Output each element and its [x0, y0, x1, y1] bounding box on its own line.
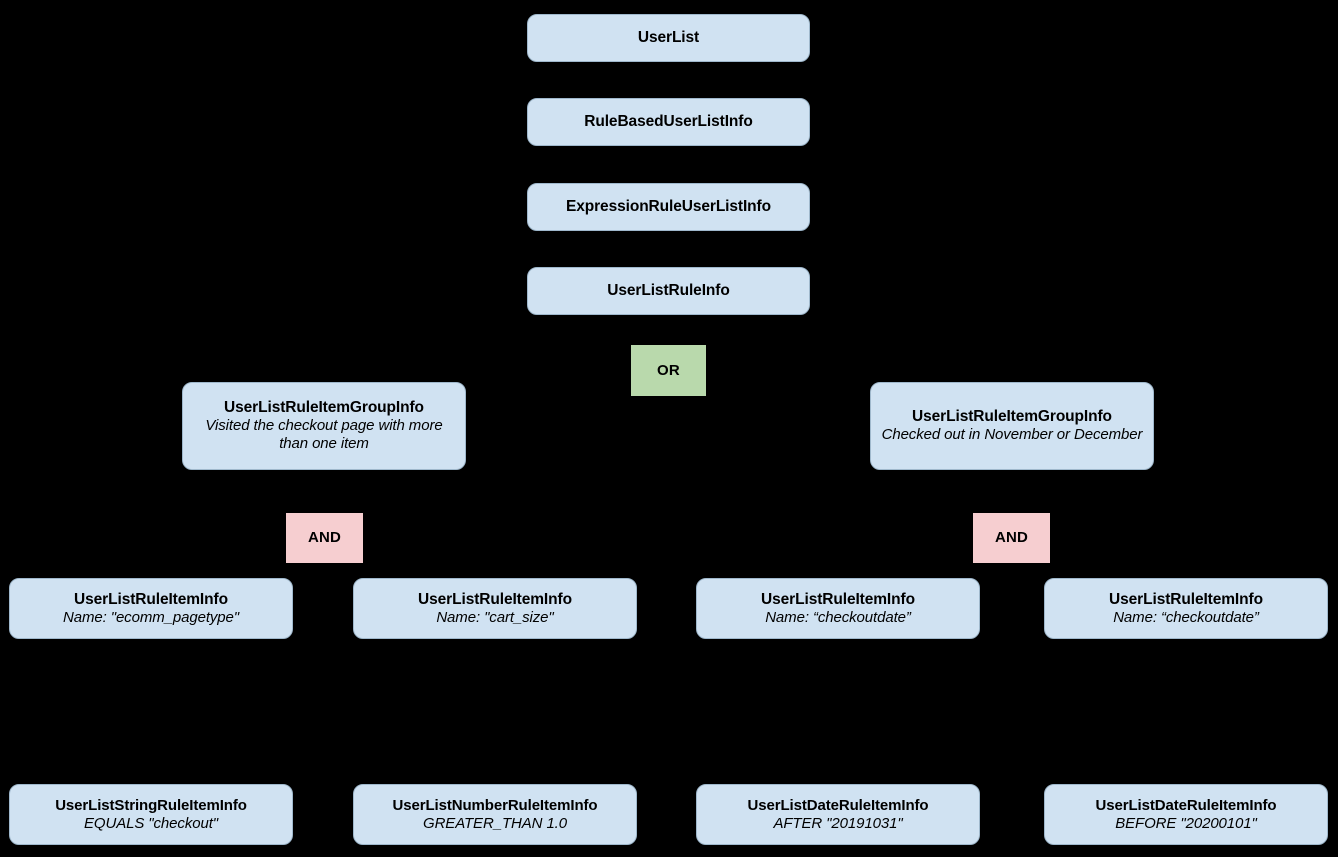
node-date-rule-item-info-2[interactable]: UserListDateRuleItemInfo BEFORE "2020010… — [1044, 784, 1328, 845]
node-title: UserListDateRuleItemInfo — [747, 796, 929, 814]
operator-and-right[interactable]: AND — [973, 513, 1050, 563]
node-subtitle: Name: "cart_size" — [436, 608, 554, 626]
node-title: UserListRuleItemInfo — [418, 590, 572, 608]
node-subtitle: EQUALS "checkout" — [83, 814, 218, 832]
node-title: UserListRuleItemInfo — [74, 590, 228, 608]
node-string-rule-item-info[interactable]: UserListStringRuleItemInfo EQUALS "check… — [9, 784, 293, 845]
operator-or[interactable]: OR — [631, 345, 706, 396]
node-rule-item-info-2[interactable]: UserListRuleItemInfo Name: "cart_size" — [353, 578, 637, 639]
node-subtitle: Name: "ecomm_pagetype" — [62, 608, 240, 626]
operator-label: OR — [657, 361, 680, 379]
node-subtitle: Visited the checkout page with more than… — [205, 417, 443, 453]
node-subtitle: Checked out in November or December — [881, 426, 1143, 444]
node-title: UserList — [637, 28, 700, 46]
node-rule-based-user-list-info[interactable]: RuleBasedUserListInfo — [527, 98, 810, 146]
node-rule-item-info-4[interactable]: UserListRuleItemInfo Name: “checkoutdate… — [1044, 578, 1328, 639]
node-title: ExpressionRuleUserListInfo — [566, 197, 771, 215]
operator-label: AND — [307, 529, 342, 547]
node-expression-rule-user-list-info[interactable]: ExpressionRuleUserListInfo — [527, 183, 810, 231]
node-user-list[interactable]: UserList — [527, 14, 810, 62]
node-user-list-rule-info[interactable]: UserListRuleInfo — [527, 267, 810, 315]
node-title: UserListDateRuleItemInfo — [1095, 796, 1277, 814]
node-title: UserListRuleItemGroupInfo — [912, 408, 1112, 426]
operator-and-left[interactable]: AND — [286, 513, 363, 563]
node-subtitle: GREATER_THAN 1.0 — [423, 814, 567, 832]
node-rule-item-info-3[interactable]: UserListRuleItemInfo Name: “checkoutdate… — [696, 578, 980, 639]
node-date-rule-item-info-1[interactable]: UserListDateRuleItemInfo AFTER "20191031… — [696, 784, 980, 845]
node-title: UserListRuleItemInfo — [761, 590, 915, 608]
node-title: UserListStringRuleItemInfo — [55, 796, 247, 814]
node-subtitle: Name: “checkoutdate” — [765, 608, 911, 626]
node-subtitle: AFTER "20191031" — [773, 814, 903, 832]
node-rule-item-group-left[interactable]: UserListRuleItemGroupInfo Visited the ch… — [182, 382, 466, 470]
node-rule-item-info-1[interactable]: UserListRuleItemInfo Name: "ecomm_pagety… — [9, 578, 293, 639]
node-title: UserListRuleItemGroupInfo — [224, 399, 424, 417]
node-title: UserListRuleInfo — [607, 281, 730, 299]
node-subtitle: BEFORE "20200101" — [1115, 814, 1257, 832]
node-title: RuleBasedUserListInfo — [584, 112, 753, 130]
node-rule-item-group-right[interactable]: UserListRuleItemGroupInfo Checked out in… — [870, 382, 1154, 470]
node-title: UserListNumberRuleItemInfo — [392, 796, 598, 814]
node-title: UserListRuleItemInfo — [1109, 590, 1263, 608]
node-number-rule-item-info[interactable]: UserListNumberRuleItemInfo GREATER_THAN … — [353, 784, 637, 845]
node-subtitle: Name: “checkoutdate” — [1113, 608, 1259, 626]
operator-label: AND — [994, 529, 1029, 547]
